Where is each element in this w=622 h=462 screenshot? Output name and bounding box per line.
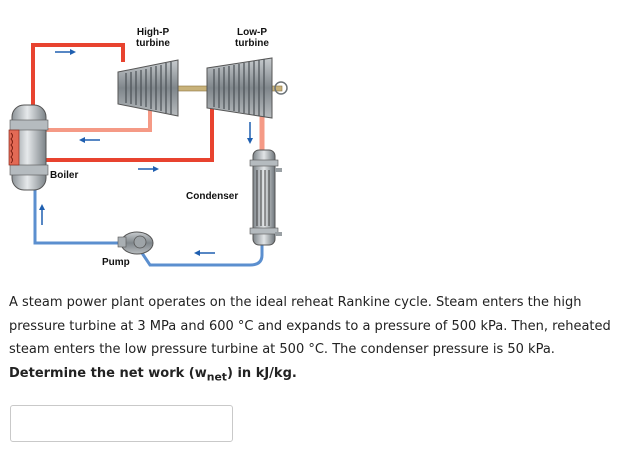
question-prompt-suffix: ) in kJ/kg. <box>226 365 297 381</box>
flow-arrow-head <box>153 166 159 172</box>
low-p-turbine <box>206 57 273 119</box>
question-prompt: Determine the net work (wnet) in kJ/kg. <box>9 365 297 384</box>
condensate-pipe <box>138 240 264 267</box>
reheat-rankine-diagram <box>8 43 288 267</box>
flow-arrows <box>39 49 253 256</box>
lp-label-line2: turbine <box>235 38 269 49</box>
hp-label-line2: turbine <box>136 38 170 49</box>
boiler <box>8 104 49 191</box>
pump-label: Pump <box>102 257 130 268</box>
flow-arrow-head <box>194 250 200 256</box>
flow-arrow-head <box>70 49 76 55</box>
pump <box>117 231 154 255</box>
low-p-turbine-label: Low-P turbine <box>225 27 279 49</box>
feedwater-pipe <box>33 185 122 245</box>
boiler-label: Boiler <box>50 170 79 181</box>
condenser-label: Condenser <box>186 191 239 202</box>
condenser <box>249 149 282 246</box>
high-p-turbine <box>117 59 179 117</box>
flow-arrow-head <box>79 137 85 143</box>
steam-pipe-hp-inlet <box>31 43 125 108</box>
flow-arrow-head <box>39 204 45 210</box>
question-prompt-prefix: Determine the net work (w <box>9 365 207 381</box>
question-prompt-subscript: net <box>206 370 227 384</box>
question-text: A steam power plant operates on the idea… <box>9 291 614 389</box>
flow-arrow-head <box>247 138 253 144</box>
reheat-supply-pipe <box>45 85 214 162</box>
lp-label-line1: Low-P <box>237 27 267 38</box>
question-body: A steam power plant operates on the idea… <box>9 295 611 357</box>
hp-label-line1: High-P <box>136 27 170 38</box>
answer-input[interactable] <box>10 405 233 442</box>
high-p-turbine-label: High-P turbine <box>126 27 180 49</box>
shaft-coupling <box>274 81 288 95</box>
